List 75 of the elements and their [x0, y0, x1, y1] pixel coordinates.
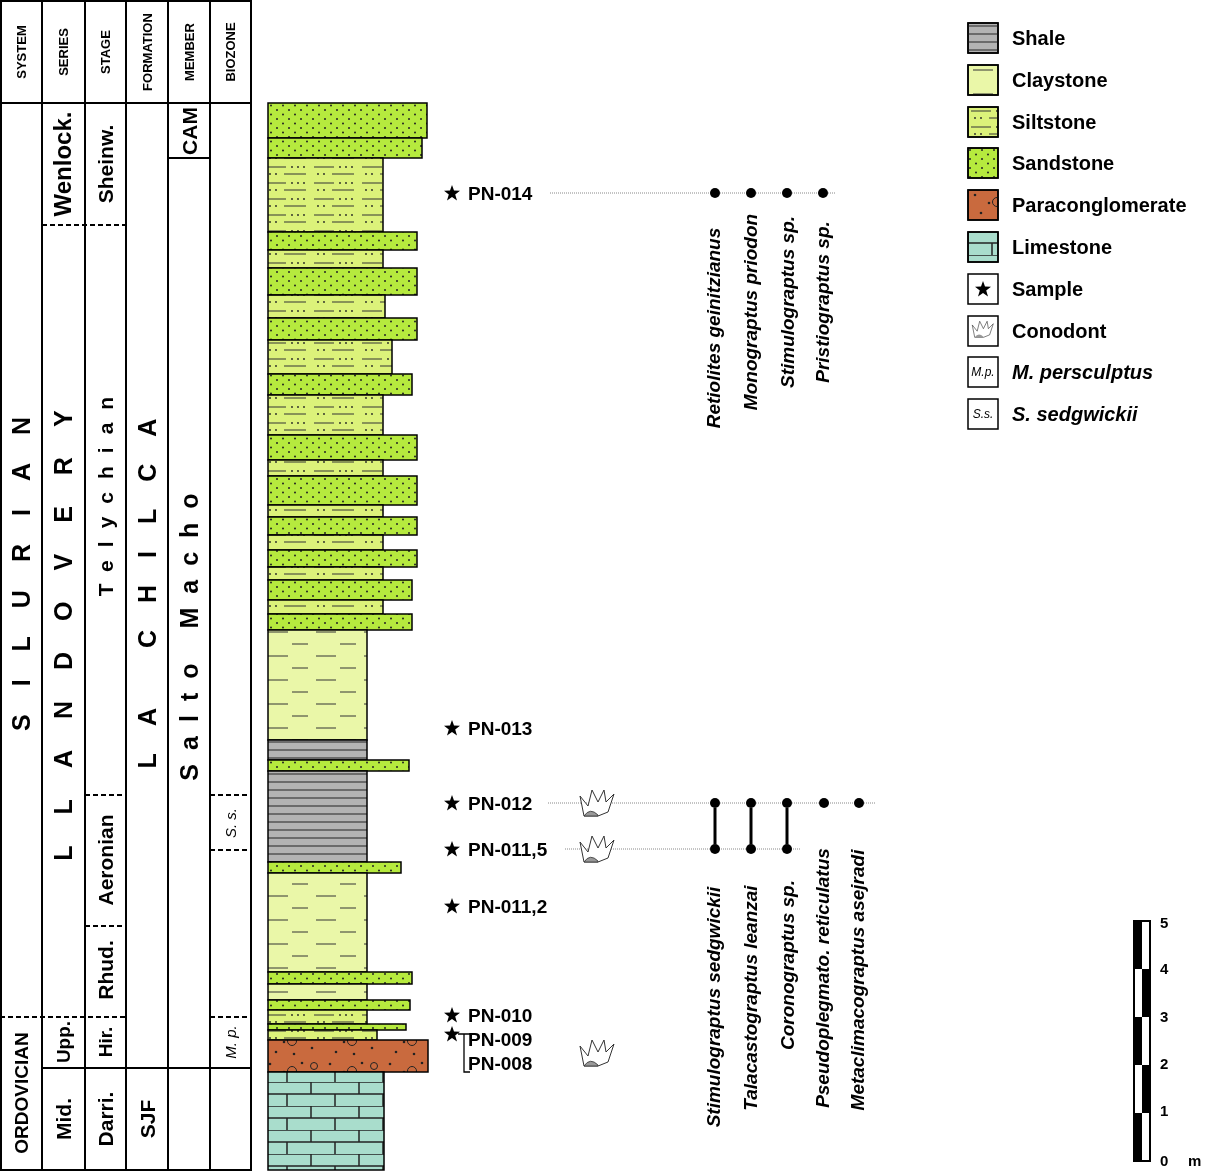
range-dot: [710, 798, 720, 808]
range-bar: [749, 808, 753, 844]
unit-name: Upp.: [53, 1020, 73, 1064]
scale-value: 1: [1160, 1102, 1169, 1118]
range-dot: [746, 188, 756, 198]
unit-name: Rhud.: [94, 940, 116, 1000]
range-dot: [782, 188, 792, 198]
species-name: Monograptus priodon: [740, 213, 760, 411]
range-dot: [819, 798, 829, 808]
unit-name: SILURIAN: [8, 388, 34, 732]
legend-label: Sandstone: [1012, 153, 1115, 174]
biozone-label: S. s.: [222, 808, 238, 838]
sample-label: PN-014: [468, 183, 533, 203]
legend-label: S. sedgwickii: [1012, 404, 1138, 425]
species-name: Stimulograptus sp.: [777, 215, 797, 389]
column-header: SERIES: [56, 28, 70, 76]
legend-label: M. persculptus: [1012, 362, 1154, 383]
column-header: STAGE: [98, 30, 112, 74]
sample-label: PN-013: [468, 718, 533, 738]
scale-value: 4: [1160, 960, 1169, 976]
range-dot: [782, 844, 792, 854]
biozone-label: M. p.: [222, 1025, 238, 1059]
sample-label: PN-011,5: [468, 839, 548, 859]
sample-label: PN-012: [468, 793, 533, 813]
species-name: Talacastograptus leanzai: [740, 885, 760, 1111]
column-header: SYSTEM: [14, 25, 28, 79]
column-header: BIOZONE: [223, 22, 237, 82]
scale-value: 2: [1160, 1055, 1169, 1071]
legend-label: Conodont: [1012, 320, 1107, 341]
legend-label: Claystone: [1012, 69, 1108, 90]
unit-name: Hir.: [95, 1026, 115, 1058]
legend-label: Sample: [1012, 278, 1084, 299]
sample-label: PN-008: [468, 1053, 533, 1073]
range-dot: [746, 844, 756, 854]
unit-name: Sheinw.: [94, 124, 116, 204]
sample-label: PN-009: [468, 1029, 533, 1049]
unit-name: Salto Macho: [176, 479, 202, 781]
legend-label: Paraconglomerate: [1012, 195, 1187, 216]
range-dot: [710, 844, 720, 854]
range-dot: [746, 798, 756, 808]
unit-name: Darri.: [94, 1091, 116, 1147]
species-name: Retiolites geinitzianus: [703, 227, 723, 429]
unit-name: Telychian: [94, 383, 116, 597]
unit-name: CAM: [178, 107, 200, 155]
scale-unit: m: [1188, 1152, 1202, 1168]
scale-value: 5: [1160, 914, 1169, 930]
sample-label: PN-011,2: [468, 896, 548, 916]
unit-name: Aeronian: [94, 814, 116, 906]
unit-name: SJF: [136, 1099, 158, 1139]
range-bar: [713, 808, 717, 844]
unit-name: ORDOVICIAN: [11, 1032, 31, 1154]
column-header: MEMBER: [182, 23, 196, 81]
sample-label: PN-010: [468, 1005, 533, 1025]
unit-name: Wenlock.: [51, 111, 75, 217]
unit-name: Mid.: [52, 1098, 74, 1140]
swatch-text: S.s.: [972, 408, 994, 421]
swatch-text: M.p.: [971, 366, 995, 379]
range-dot: [818, 188, 828, 198]
species-name: Coronograptus sp.: [777, 880, 797, 1050]
range-dot: [782, 798, 792, 808]
legend-label: Limestone: [1012, 237, 1113, 257]
species-name: Pristiograptus sp.: [812, 221, 832, 383]
column-header: FORMATION: [140, 13, 154, 91]
species-name: Stimulograptus sedgwickii: [703, 886, 723, 1128]
unit-name: LA CHILCA: [134, 391, 160, 769]
scale-value: 3: [1160, 1008, 1169, 1024]
species-name: Pseudoplegmato. reticulatus: [812, 848, 832, 1108]
legend-label: Siltstone: [1012, 111, 1097, 132]
legend-label: Shale: [1012, 28, 1066, 48]
unit-name: LLANDOVERY: [50, 379, 76, 861]
range-dot: [710, 188, 720, 198]
range-dot: [854, 798, 864, 808]
range-bar: [785, 808, 789, 844]
scale-value: 0: [1160, 1152, 1169, 1168]
species-name: Metaclimacograptus asejradi: [847, 849, 867, 1111]
